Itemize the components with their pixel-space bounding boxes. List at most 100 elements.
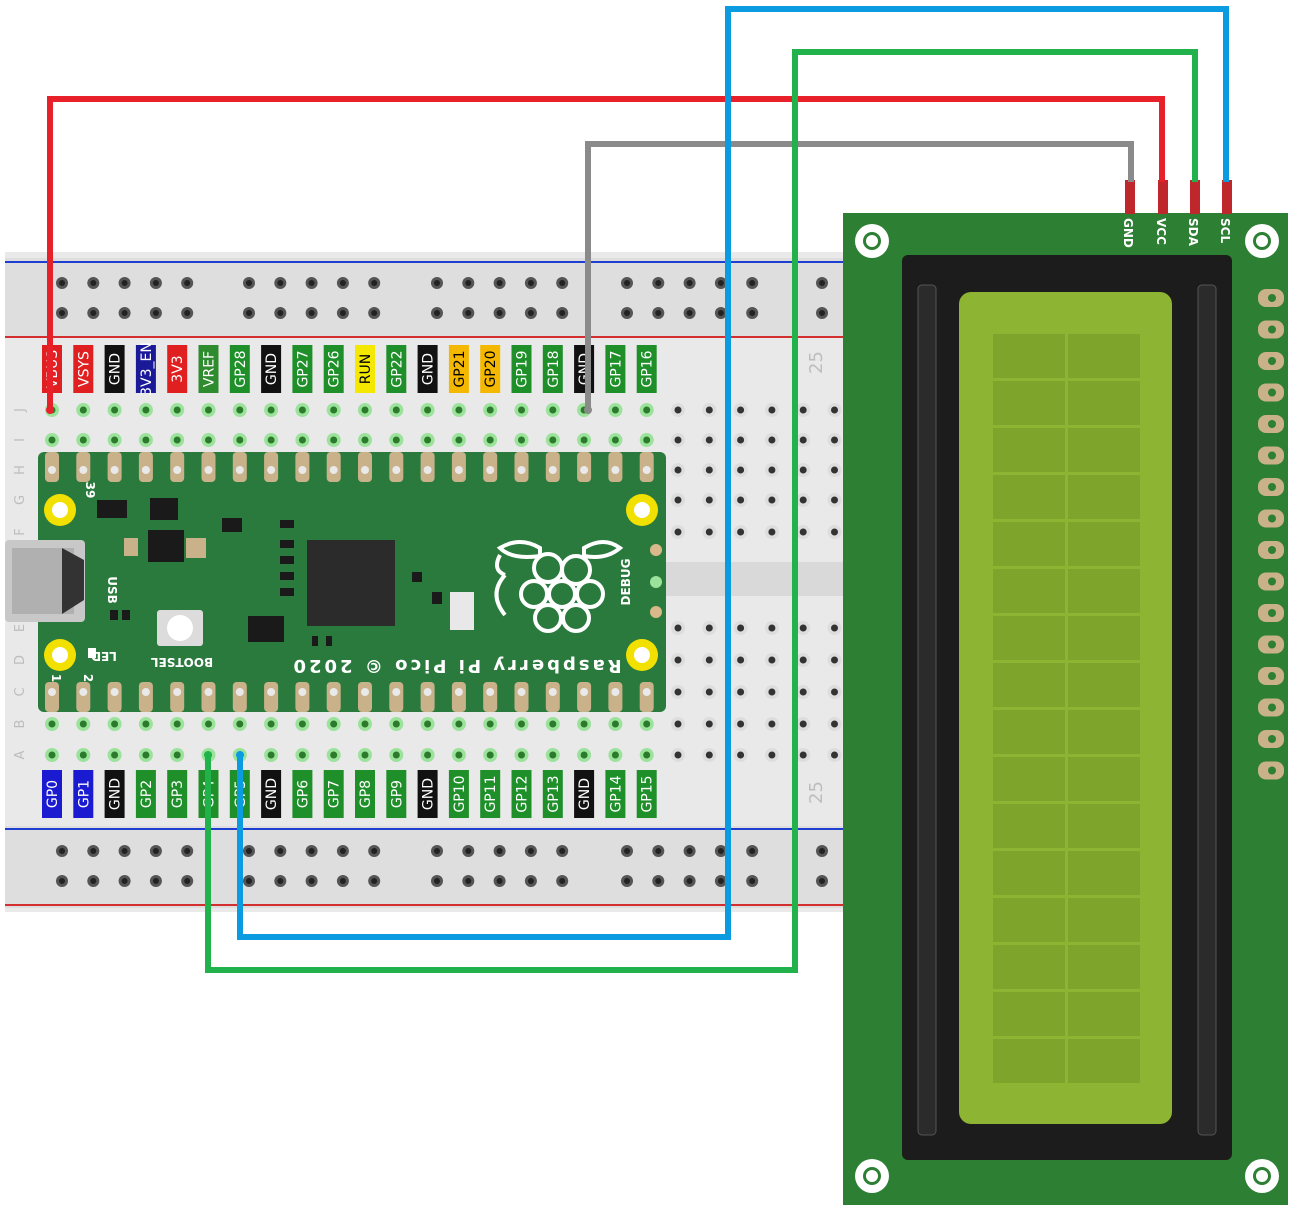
bottom-pin-label-bg: [511, 770, 532, 818]
lcd-cell: [993, 381, 1065, 425]
terminal-hole-center: [79, 406, 87, 414]
pico-pad: [420, 682, 435, 712]
terminal-hole-center: [611, 436, 619, 444]
rail-hole-center: [184, 310, 191, 316]
lcd-side-pin-hole: [1268, 451, 1276, 460]
terminal-hole-center: [267, 436, 275, 444]
terminal-hole-center: [48, 720, 56, 728]
terminal-hole-center: [361, 751, 369, 759]
rail-hole-center: [90, 878, 97, 884]
pin-2-label: 2: [81, 674, 95, 682]
rail-hole-center: [655, 848, 662, 854]
terminal-hole-center: [768, 528, 776, 536]
lcd-side-pin-hole: [1268, 388, 1276, 397]
terminal-hole-center: [142, 406, 150, 414]
rail-hole-center: [465, 310, 472, 316]
bootsel-label: BOOTSEL: [151, 655, 214, 669]
rail-hole-center: [59, 310, 65, 316]
pico-pad-hole: [110, 688, 119, 696]
rail-hole-center: [465, 848, 472, 854]
row-letter: H: [13, 465, 28, 475]
pico-pad: [358, 682, 372, 712]
top-pin-label-bg: [135, 345, 156, 393]
terminal-hole-center: [737, 436, 745, 444]
terminal-hole-center: [643, 751, 651, 759]
terminal-hole-center: [831, 624, 838, 632]
pico-pad-hole: [141, 688, 150, 696]
rail-hole-center: [371, 310, 378, 316]
top-pin-label: GP21: [452, 350, 468, 387]
rail-hole-center: [559, 310, 566, 316]
pico-pad-hole: [642, 688, 651, 696]
rail-hole-center: [59, 280, 65, 286]
terminal-hole-center: [831, 720, 838, 728]
lcd-cell: [993, 428, 1065, 472]
rail-hole-center: [184, 878, 191, 884]
rail-hole-center: [496, 310, 503, 316]
pico-pad-hole: [392, 466, 401, 474]
terminal-hole-center: [79, 436, 87, 444]
pico-pad-hole: [486, 688, 495, 696]
rail-hole-center: [686, 848, 693, 854]
rail-hole-center: [246, 280, 252, 286]
terminal-hole-center: [768, 720, 776, 728]
terminal-hole-center: [674, 751, 682, 759]
top-pin-label-bg: [229, 345, 250, 393]
lcd-pin-scl-label: SCL: [1218, 218, 1232, 243]
pico-pad-hole: [642, 466, 651, 474]
terminal-hole-center: [392, 720, 400, 728]
terminal-hole-center: [831, 751, 838, 759]
terminal-hole-center: [737, 528, 745, 536]
lcd-module: GND VCC SDA SCL: [843, 180, 1288, 1205]
rail-hole-center: [308, 280, 315, 286]
terminal-hole-center: [799, 688, 807, 696]
pico-pad-hole: [423, 688, 432, 696]
rail-hole-center: [624, 848, 630, 854]
debug-label: DEBUG: [619, 559, 633, 606]
top-pin-label-bg: [167, 345, 188, 393]
lcd-side-pin-hole: [1268, 640, 1276, 649]
terminal-hole-center: [48, 751, 56, 759]
bottom-pin-label-bg: [73, 770, 94, 818]
bottom-pin-label: GP11: [483, 775, 499, 812]
rail-hole-center: [339, 878, 346, 884]
pin-39-label: 39: [83, 482, 97, 499]
terminal-hole-center: [674, 528, 682, 536]
pico-pad-hole: [110, 466, 119, 474]
terminal-hole-center: [831, 688, 838, 696]
pico-pad-hole: [392, 688, 401, 696]
rail-holes: [56, 277, 828, 887]
terminal-hole-center: [205, 720, 212, 728]
pico-pad-hole: [204, 466, 213, 474]
top-power-rail: [5, 258, 845, 338]
terminal-hole-center: [705, 436, 713, 444]
terminal-hole-center: [173, 436, 181, 444]
terminal-hole-center: [611, 406, 619, 414]
terminal-hole-center: [361, 720, 369, 728]
lcd-cell: [1068, 428, 1140, 472]
pico-pad: [170, 682, 185, 712]
pico-pad: [201, 682, 216, 712]
lcd-side-pin-hole: [1268, 766, 1276, 775]
rail-hole-center: [655, 310, 662, 316]
rail-hole-center: [121, 878, 128, 884]
lcd-cell: [1068, 757, 1140, 801]
rail-hole-center: [624, 310, 630, 316]
rail-hole-center: [527, 878, 534, 884]
rail-hole-center: [339, 280, 346, 286]
rail-hole-center: [624, 280, 630, 286]
bottom-pin-label-bg: [42, 770, 62, 818]
pico-pad: [76, 682, 91, 712]
terminal-hole-center: [737, 751, 745, 759]
rail-hole-center: [527, 280, 534, 286]
pico-pad-hole: [48, 466, 56, 474]
wire-gray-gnd: [585, 141, 1134, 410]
terminal-hole-center: [549, 406, 557, 414]
bottom-pin-label: GP1: [76, 780, 92, 808]
terminal-hole-center: [705, 406, 713, 414]
lcd-side-pin-hole: [1268, 483, 1276, 491]
lcd-cell: [1068, 710, 1140, 754]
top-pin-label-bg: [198, 345, 219, 393]
pico-pad-hole: [235, 466, 244, 474]
terminal-hole-center: [549, 720, 557, 728]
